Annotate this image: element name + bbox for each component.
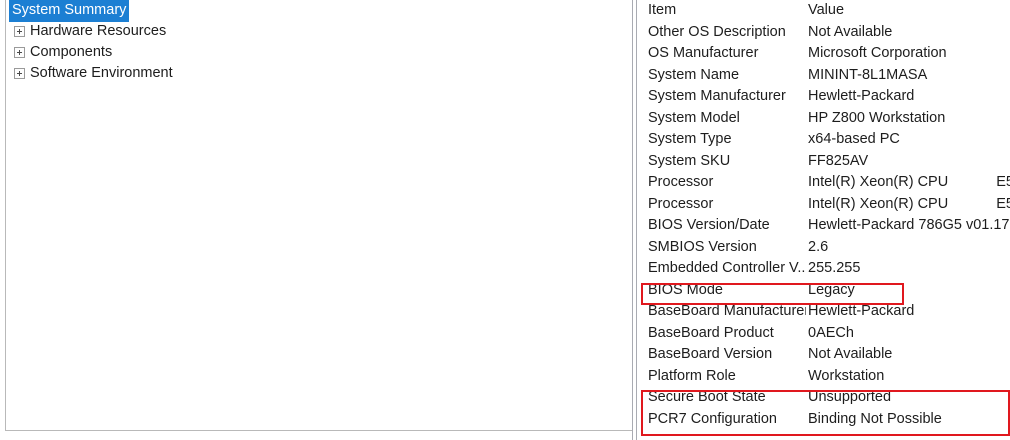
table-row[interactable]: System Model HP Z800 Workstation xyxy=(639,108,1010,130)
table-row[interactable]: Other OS Description Not Available xyxy=(639,22,1010,44)
expand-plus-icon[interactable] xyxy=(14,26,25,37)
column-header-value: Value xyxy=(808,2,845,18)
row-value: Legacy xyxy=(808,281,855,298)
row-value: Unsupported xyxy=(808,389,892,405)
table-row[interactable]: System SKU FF825AV xyxy=(639,151,1010,173)
tree-item-system-summary[interactable]: System Summary xyxy=(6,0,632,22)
row-value: 255.255 xyxy=(808,260,861,276)
row-item: Platform Role xyxy=(648,367,736,384)
table-row[interactable]: BaseBoard Product 0AECh xyxy=(639,323,1010,345)
row-value: Microsoft Corporation xyxy=(808,45,947,61)
row-item: System Model xyxy=(648,109,740,126)
row-value: FF825AV xyxy=(808,152,869,169)
row-value: Hewlett-Packard xyxy=(808,88,915,104)
table-row-bios-mode[interactable]: BIOS Mode Legacy xyxy=(639,280,1010,302)
row-item: SMBIOS Version xyxy=(648,238,757,255)
table-row[interactable]: Embedded Controller V... 255.255 xyxy=(639,258,1010,280)
splitter-line xyxy=(636,0,637,440)
row-item: OS Manufacturer xyxy=(648,45,759,61)
detail-list-pane[interactable]: Item Value Other OS Description Not Avai… xyxy=(639,0,1010,440)
table-row[interactable]: System Manufacturer Hewlett-Packard xyxy=(639,86,1010,108)
tree-item-components[interactable]: Components xyxy=(6,42,632,63)
row-value: x64-based PC xyxy=(808,131,900,147)
row-value-part: Intel(R) Xeon(R) CPU xyxy=(808,174,949,190)
row-item: Embedded Controller V... xyxy=(648,260,806,276)
table-row[interactable]: Processor Intel(R) Xeon(R) CPU E5506 xyxy=(639,172,1010,194)
row-item: System SKU xyxy=(648,152,731,169)
row-item: BaseBoard Manufacturer xyxy=(648,303,806,319)
row-value: Not Available xyxy=(808,23,893,40)
table-row-pcr7-configuration[interactable]: PCR7 Configuration Binding Not Possible xyxy=(639,409,1010,431)
row-value-part2: E5506 xyxy=(996,195,1010,212)
row-value: MININT-8L1MASA xyxy=(808,66,928,83)
pane-splitter[interactable] xyxy=(630,0,639,440)
row-value: Hewlett-Packard 786G5 v01.17, 8/ xyxy=(808,217,1010,233)
table-row[interactable]: BIOS Version/Date Hewlett-Packard 786G5 … xyxy=(639,215,1010,237)
row-item: Processor xyxy=(648,174,714,190)
table-row[interactable]: System Name MININT-8L1MASA xyxy=(639,65,1010,87)
row-value-part2: E5506 xyxy=(996,174,1010,190)
row-item: BIOS Version/Date xyxy=(648,217,770,233)
row-value: Intel(R) Xeon(R) CPU E5506 xyxy=(808,194,1010,216)
row-item: BaseBoard Version xyxy=(648,346,773,362)
tree-item-software-environment[interactable]: Software Environment xyxy=(6,63,632,84)
row-item: System Manufacturer xyxy=(648,88,786,104)
table-row[interactable]: Platform Role Workstation xyxy=(639,366,1010,388)
tree-item-label: Hardware Resources xyxy=(30,23,167,39)
tree-item-hardware-resources[interactable]: Hardware Resources xyxy=(6,21,632,42)
row-item: Processor xyxy=(648,195,714,212)
row-item: BIOS Mode xyxy=(648,281,723,298)
tree-item-label: Software Environment xyxy=(30,65,173,81)
table-row[interactable]: Processor Intel(R) Xeon(R) CPU E5506 xyxy=(639,194,1010,216)
column-header-item: Item xyxy=(648,2,677,18)
row-value: 2.6 xyxy=(808,238,829,255)
row-value: HP Z800 Workstation xyxy=(808,109,946,126)
navigation-tree-pane[interactable]: System Summary Hardware Resources Compon… xyxy=(5,0,632,431)
row-item: System Type xyxy=(648,131,732,147)
detail-header-row: Item Value xyxy=(639,0,1010,22)
row-item: Other OS Description xyxy=(648,23,786,40)
row-item: BaseBoard Product xyxy=(648,324,774,341)
table-row[interactable]: SMBIOS Version 2.6 xyxy=(639,237,1010,259)
tree-item-label: System Summary xyxy=(9,0,130,22)
row-value: Workstation xyxy=(808,367,885,384)
row-value: Not Available xyxy=(808,346,893,362)
row-item: System Name xyxy=(648,66,740,83)
table-row[interactable]: System Type x64-based PC xyxy=(639,129,1010,151)
tree-item-label: Components xyxy=(30,44,113,60)
row-value: Hewlett-Packard xyxy=(808,303,915,319)
splitter-line xyxy=(632,0,633,440)
table-row[interactable]: OS Manufacturer Microsoft Corporation xyxy=(639,43,1010,65)
row-value: Intel(R) Xeon(R) CPU E5506 xyxy=(808,172,1010,194)
row-value: 0AECh xyxy=(808,324,854,341)
row-item: Secure Boot State xyxy=(648,389,766,405)
table-row[interactable]: BaseBoard Version Not Available xyxy=(639,344,1010,366)
row-value-part: Intel(R) Xeon(R) CPU xyxy=(808,195,949,212)
row-item: PCR7 Configuration xyxy=(648,410,777,427)
expand-plus-icon[interactable] xyxy=(14,47,25,58)
row-value: Binding Not Possible xyxy=(808,410,942,427)
table-row[interactable]: BaseBoard Manufacturer Hewlett-Packard xyxy=(639,301,1010,323)
table-row-secure-boot-state[interactable]: Secure Boot State Unsupported xyxy=(639,387,1010,409)
expand-plus-icon[interactable] xyxy=(14,68,25,79)
